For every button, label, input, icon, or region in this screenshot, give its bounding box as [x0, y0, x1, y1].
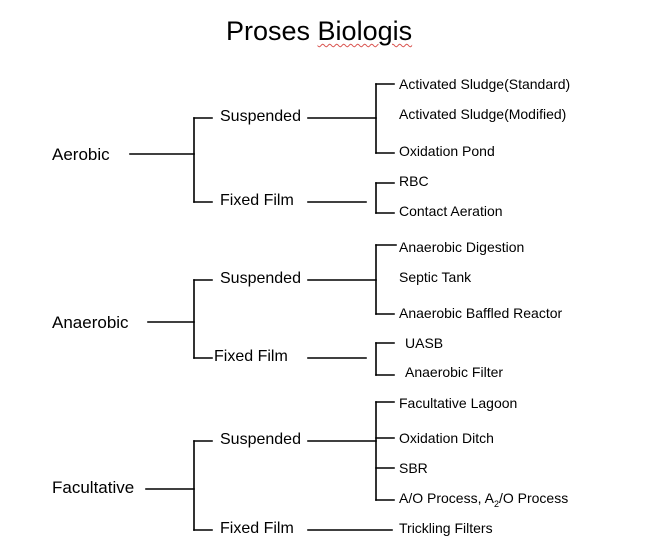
ao-text-part1: A/O Process, A — [399, 490, 494, 506]
leaf-item: RBC — [399, 173, 429, 189]
ao-subscript: 2 — [493, 498, 499, 509]
leaf-item: SBR — [399, 460, 428, 476]
group-aerobic-suspended: Suspended — [220, 108, 301, 125]
leaf-item: Oxidation Pond — [399, 143, 495, 159]
ao-text-part2: /O Process — [498, 490, 569, 506]
leaf-item: UASB — [405, 335, 444, 351]
leaf-item: Activated Sludge(Modified) — [399, 106, 567, 122]
leaf-item: Anaerobic Digestion — [399, 239, 525, 255]
leaf-item: Oxidation Ditch — [399, 430, 494, 446]
leaf-item: Contact Aeration — [399, 203, 503, 219]
leaf-item-ao-process: A/O Process, A2/O Process — [399, 491, 568, 509]
leaf-item: Anaerobic Baffled Reactor — [399, 305, 563, 321]
leaf-item: Anaerobic Filter — [405, 364, 504, 380]
leaf-item: Facultative Lagoon — [399, 395, 518, 411]
group-facultative-fixed-film: Fixed Film — [220, 520, 294, 537]
leaf-item: Septic Tank — [399, 269, 472, 285]
category-facultative: Facultative — [52, 478, 135, 497]
group-anaerobic-fixed-film: Fixed Film — [214, 348, 288, 365]
leaf-item: Trickling Filters — [399, 520, 493, 536]
diagram-title: Proses Biologis — [226, 18, 412, 45]
group-facultative-suspended: Suspended — [220, 431, 301, 448]
group-anaerobic-suspended: Suspended — [220, 270, 301, 287]
group-aerobic-fixed-film: Fixed Film — [220, 192, 294, 209]
title-word: Biologis — [317, 16, 413, 46]
title-prefix: Proses — [226, 16, 318, 46]
leaf-item: Activated Sludge(Standard) — [399, 76, 571, 92]
category-anaerobic: Anaerobic — [52, 313, 129, 332]
category-aerobic: Aerobic — [52, 145, 110, 164]
